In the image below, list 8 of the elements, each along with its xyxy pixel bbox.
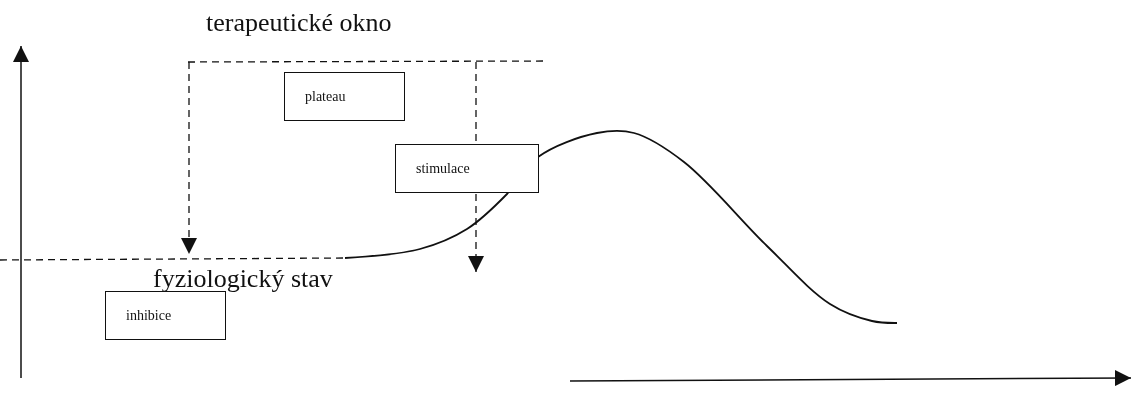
box-label: inhibice [126,307,172,324]
label-box [105,291,226,340]
title: terapeutické okno [206,10,392,36]
box-label: stimulace [416,160,470,177]
axis-level-label: fyziologický stav [153,266,333,292]
box-label: plateau [305,88,346,105]
label-box [395,144,539,193]
label-box [284,72,405,121]
